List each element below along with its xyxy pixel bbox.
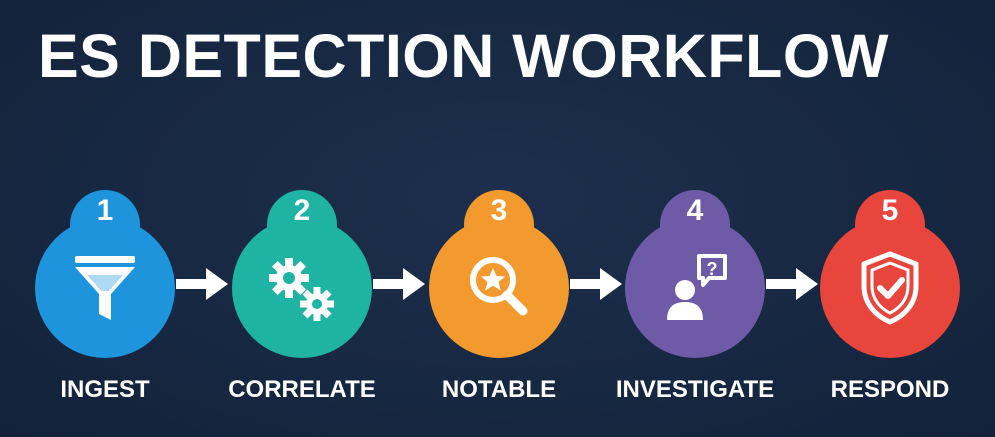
- arrow-right-icon: [570, 268, 622, 300]
- step-circle: [820, 218, 960, 358]
- step-respond: 5 RESPOND: [815, 0, 965, 437]
- step-ingest: 1 INGEST: [30, 0, 180, 437]
- arrow-right-icon: [766, 268, 818, 300]
- step-notable: 3 NOTABLE: [424, 0, 574, 437]
- step-number: 2: [293, 194, 311, 227]
- step-correlate: 2: [227, 0, 377, 437]
- shield-check-icon: [861, 251, 919, 325]
- funnel-icon: [75, 256, 135, 320]
- svg-text:?: ?: [707, 259, 718, 279]
- magnifier-star-icon: [470, 257, 528, 316]
- step-label: INGEST: [60, 376, 150, 403]
- step-investigate: 4 ? INVESTIGATE: [616, 0, 774, 437]
- user-question-icon: ?: [667, 254, 727, 320]
- page-title: ES DETECTION WORKFLOW: [38, 22, 889, 90]
- step-number: 4: [686, 194, 704, 227]
- arrow-right-icon: [373, 268, 425, 300]
- step-number: 1: [96, 194, 114, 227]
- gears-icon: [269, 258, 334, 321]
- step-label: RESPOND: [830, 376, 950, 403]
- step-circle: [625, 218, 765, 358]
- step-label: NOTABLE: [441, 376, 557, 403]
- step-number: 5: [881, 194, 899, 227]
- step-label: INVESTIGATE: [615, 376, 775, 403]
- step-label: CORRELATE: [228, 376, 376, 403]
- step-number: 3: [490, 194, 508, 227]
- arrow-right-icon: [176, 268, 228, 300]
